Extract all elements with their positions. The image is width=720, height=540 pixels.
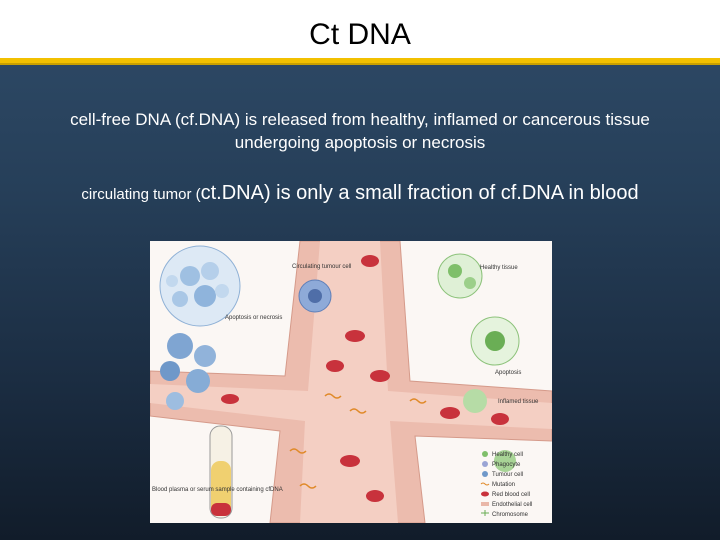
- paragraph-ctdna: circulating tumor (ct.DNA) is only a sma…: [40, 180, 680, 208]
- label-circulating-tumour-cell: Circulating tumour cell: [292, 264, 351, 270]
- red-blood-cells: [221, 255, 509, 502]
- legend-swatch-red-blood-cell: [481, 491, 489, 497]
- healthy-tissue-right: [437, 253, 520, 472]
- label-apoptosis: Apoptosis: [495, 370, 521, 376]
- label-blood-sample: Blood plasma or serum sample containing …: [152, 487, 283, 493]
- figure-legend: Healthy cell Phagocyte Tumour cell Mutat…: [480, 451, 532, 518]
- slide-title: Ct DNA: [309, 18, 411, 51]
- paragraph-ctdna-prefix: circulating tumor (: [81, 186, 201, 203]
- legend-healthy-cell: Healthy cell: [492, 452, 523, 458]
- title-divider: [0, 58, 720, 63]
- legend-chromosome: Chromosome: [492, 512, 529, 518]
- paragraph-ctdna-main: ct.DNA) is only a small fraction of cf.D…: [200, 182, 639, 204]
- legend-endothelial-cell: Endothelial cell: [492, 502, 532, 508]
- cfdna-illustration: Apoptosis or necrosis Circulating tumour…: [150, 241, 552, 523]
- blood-sample-tube: [209, 425, 233, 519]
- legend-swatch-phagocyte: [482, 461, 488, 467]
- cfdna-fragments: [289, 393, 427, 489]
- legend-swatch-chromosome: [481, 510, 489, 516]
- legend-swatch-endothelial-cell: [481, 502, 489, 506]
- legend-mutation: Mutation: [492, 482, 515, 488]
- label-inflamed-tissue: Inflamed tissue: [498, 399, 539, 405]
- title-band: [0, 0, 720, 58]
- title-divider-shadow: [0, 63, 720, 65]
- legend-phagocyte: Phagocyte: [492, 462, 521, 468]
- tumour-tissue-left: [160, 333, 216, 410]
- label-healthy-tissue: Healthy tissue: [480, 265, 518, 271]
- illustration-svg: Apoptosis or necrosis Circulating tumour…: [150, 241, 552, 523]
- legend-swatch-mutation: [480, 482, 490, 486]
- legend-swatch-tumour-cell: [482, 471, 488, 477]
- paragraph-cfdna: cell-free DNA (cf.DNA) is released from …: [70, 110, 650, 152]
- legend-swatch-healthy-cell: [482, 451, 488, 457]
- blood-vessel-lumen: [150, 241, 552, 523]
- label-apoptosis-or-necrosis: Apoptosis or necrosis: [225, 315, 282, 321]
- legend-tumour-cell: Tumour cell: [492, 472, 523, 478]
- circulating-tumour-cell: [298, 279, 332, 313]
- tumour-cluster-necrosis: [159, 245, 241, 327]
- legend-red-blood-cell: Red blood cell: [492, 492, 530, 498]
